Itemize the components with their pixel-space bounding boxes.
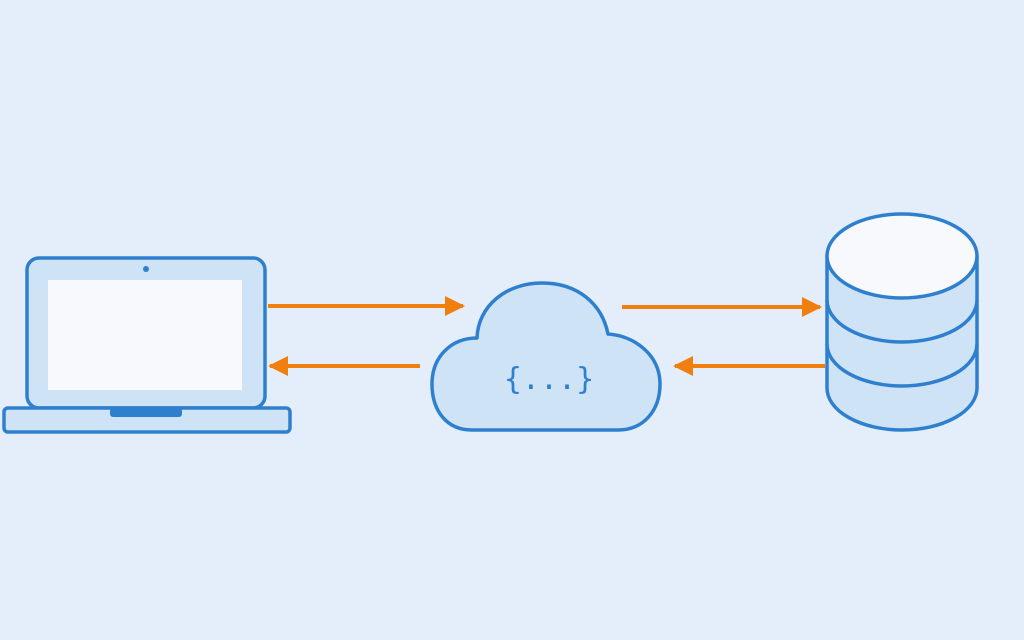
database-icon [825,212,979,432]
laptop-icon [2,256,292,434]
cloud-label: {...} [504,362,594,397]
cloud-icon: {...} [430,281,662,432]
